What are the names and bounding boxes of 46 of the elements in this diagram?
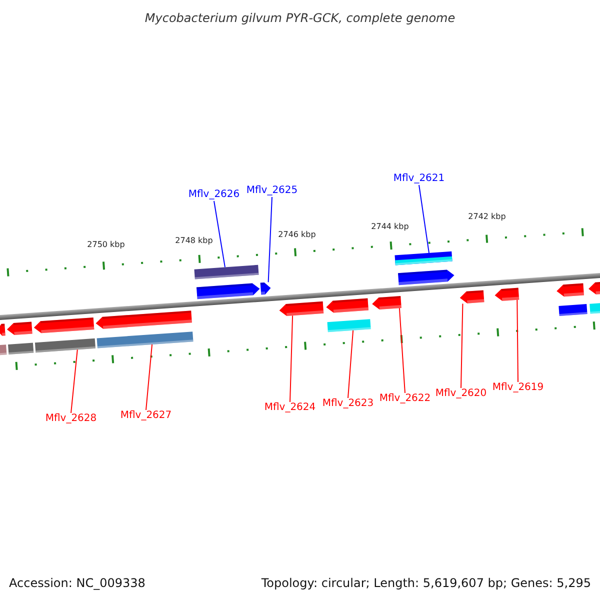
gene-block xyxy=(558,304,588,316)
leader-line xyxy=(70,349,78,414)
gene-block xyxy=(327,319,371,332)
scale-label: 2750 kbp xyxy=(87,239,125,251)
gene-label: Mflv_2627 xyxy=(120,410,172,422)
gene-block xyxy=(372,296,402,310)
leader-line xyxy=(214,200,226,268)
leader-line xyxy=(460,303,464,388)
gene-block xyxy=(556,283,584,297)
gene-block xyxy=(494,288,520,301)
gene-block xyxy=(8,342,34,354)
gene-block xyxy=(260,282,271,295)
genome-info-text: Topology: circular; Length: 5,619,607 bp; Genes: 5,295 xyxy=(261,575,591,592)
gene-label: Mflv_2621 xyxy=(393,173,445,185)
gene-block xyxy=(394,251,452,266)
gene-block xyxy=(96,310,192,329)
gene-label: Mflv_2624 xyxy=(264,402,316,414)
gene-block xyxy=(96,332,194,348)
gene-label: Mflv_2625 xyxy=(246,185,298,197)
scale-label: 2748 kbp xyxy=(175,235,213,247)
gene-block xyxy=(590,302,600,314)
scale-label: 2744 kbp xyxy=(371,221,409,233)
gene-block xyxy=(279,301,324,316)
gene-label: Mflv_2622 xyxy=(379,393,431,405)
gene-label: Mflv_2628 xyxy=(45,413,97,425)
gene-label: Mflv_2623 xyxy=(322,398,374,410)
gene-block xyxy=(0,344,7,356)
leader-line xyxy=(418,184,430,254)
gene-label: Mflv_2626 xyxy=(188,189,240,201)
scale-label: 2742 kbp xyxy=(468,211,506,223)
gene-block xyxy=(0,324,6,336)
accession-text: Accession: NC_009338 xyxy=(9,575,146,592)
leader-line xyxy=(146,344,153,410)
gene-block xyxy=(194,264,259,280)
gene-block xyxy=(326,298,368,313)
gene-label: Mflv_2619 xyxy=(492,382,544,394)
leader-line xyxy=(398,308,406,394)
gene-block xyxy=(398,270,454,286)
gene-label: Mflv_2620 xyxy=(435,388,487,400)
gene-block xyxy=(588,281,600,294)
leader-line xyxy=(290,315,294,402)
scale-label: 2746 kbp xyxy=(278,229,316,241)
gene-block xyxy=(460,290,484,304)
leader-line xyxy=(348,330,354,398)
title: Mycobacterium gilvum PYR-GCK, complete genome xyxy=(144,10,456,27)
leader-line xyxy=(516,299,518,382)
